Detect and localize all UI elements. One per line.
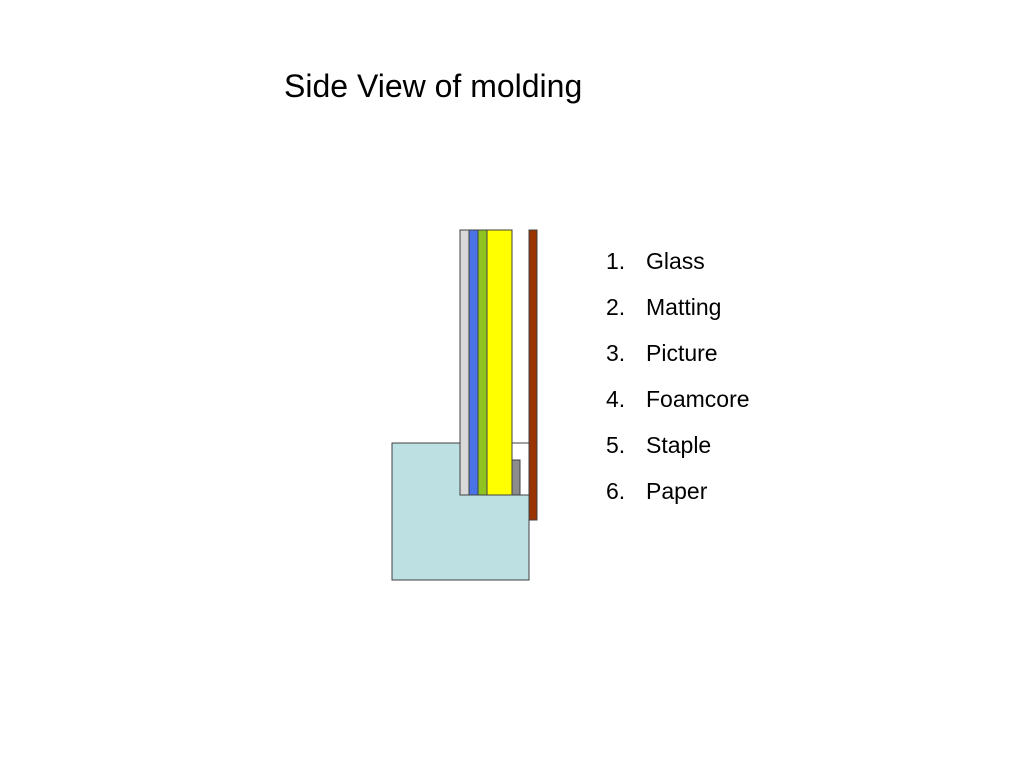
glass-layer xyxy=(459,229,470,496)
legend-label: Glass xyxy=(646,248,705,274)
foamcore-layer xyxy=(486,229,513,496)
legend-number: 1. xyxy=(606,248,626,274)
legend-number: 2. xyxy=(606,294,626,320)
staple xyxy=(511,459,521,496)
legend-number: 3. xyxy=(606,340,626,366)
legend-item-glass: 1. Glass xyxy=(606,246,750,292)
legend-label: Paper xyxy=(646,478,708,504)
legend-item-foamcore: 4. Foamcore xyxy=(606,384,750,430)
matting-layer xyxy=(468,229,479,496)
paper-layer xyxy=(528,229,538,521)
legend-item-paper: 6. Paper xyxy=(606,476,750,522)
legend-number: 5. xyxy=(606,432,626,458)
parts-legend: 1. Glass 2. Matting 3. Picture 4. Foamcore 5… xyxy=(606,246,750,522)
slide-title: Side View of molding xyxy=(284,68,583,104)
picture-layer xyxy=(477,229,488,496)
legend-number: 6. xyxy=(606,478,626,504)
legend-item-matting: 2. Matting xyxy=(606,292,750,338)
legend-number: 4. xyxy=(606,386,626,412)
legend-label: Picture xyxy=(646,340,718,366)
legend-item-staple: 5. Staple xyxy=(606,430,750,476)
legend-label: Staple xyxy=(646,432,712,458)
legend-label: Matting xyxy=(646,294,722,320)
legend-item-picture: 3. Picture xyxy=(606,338,750,384)
legend-label: Foamcore xyxy=(646,386,750,412)
